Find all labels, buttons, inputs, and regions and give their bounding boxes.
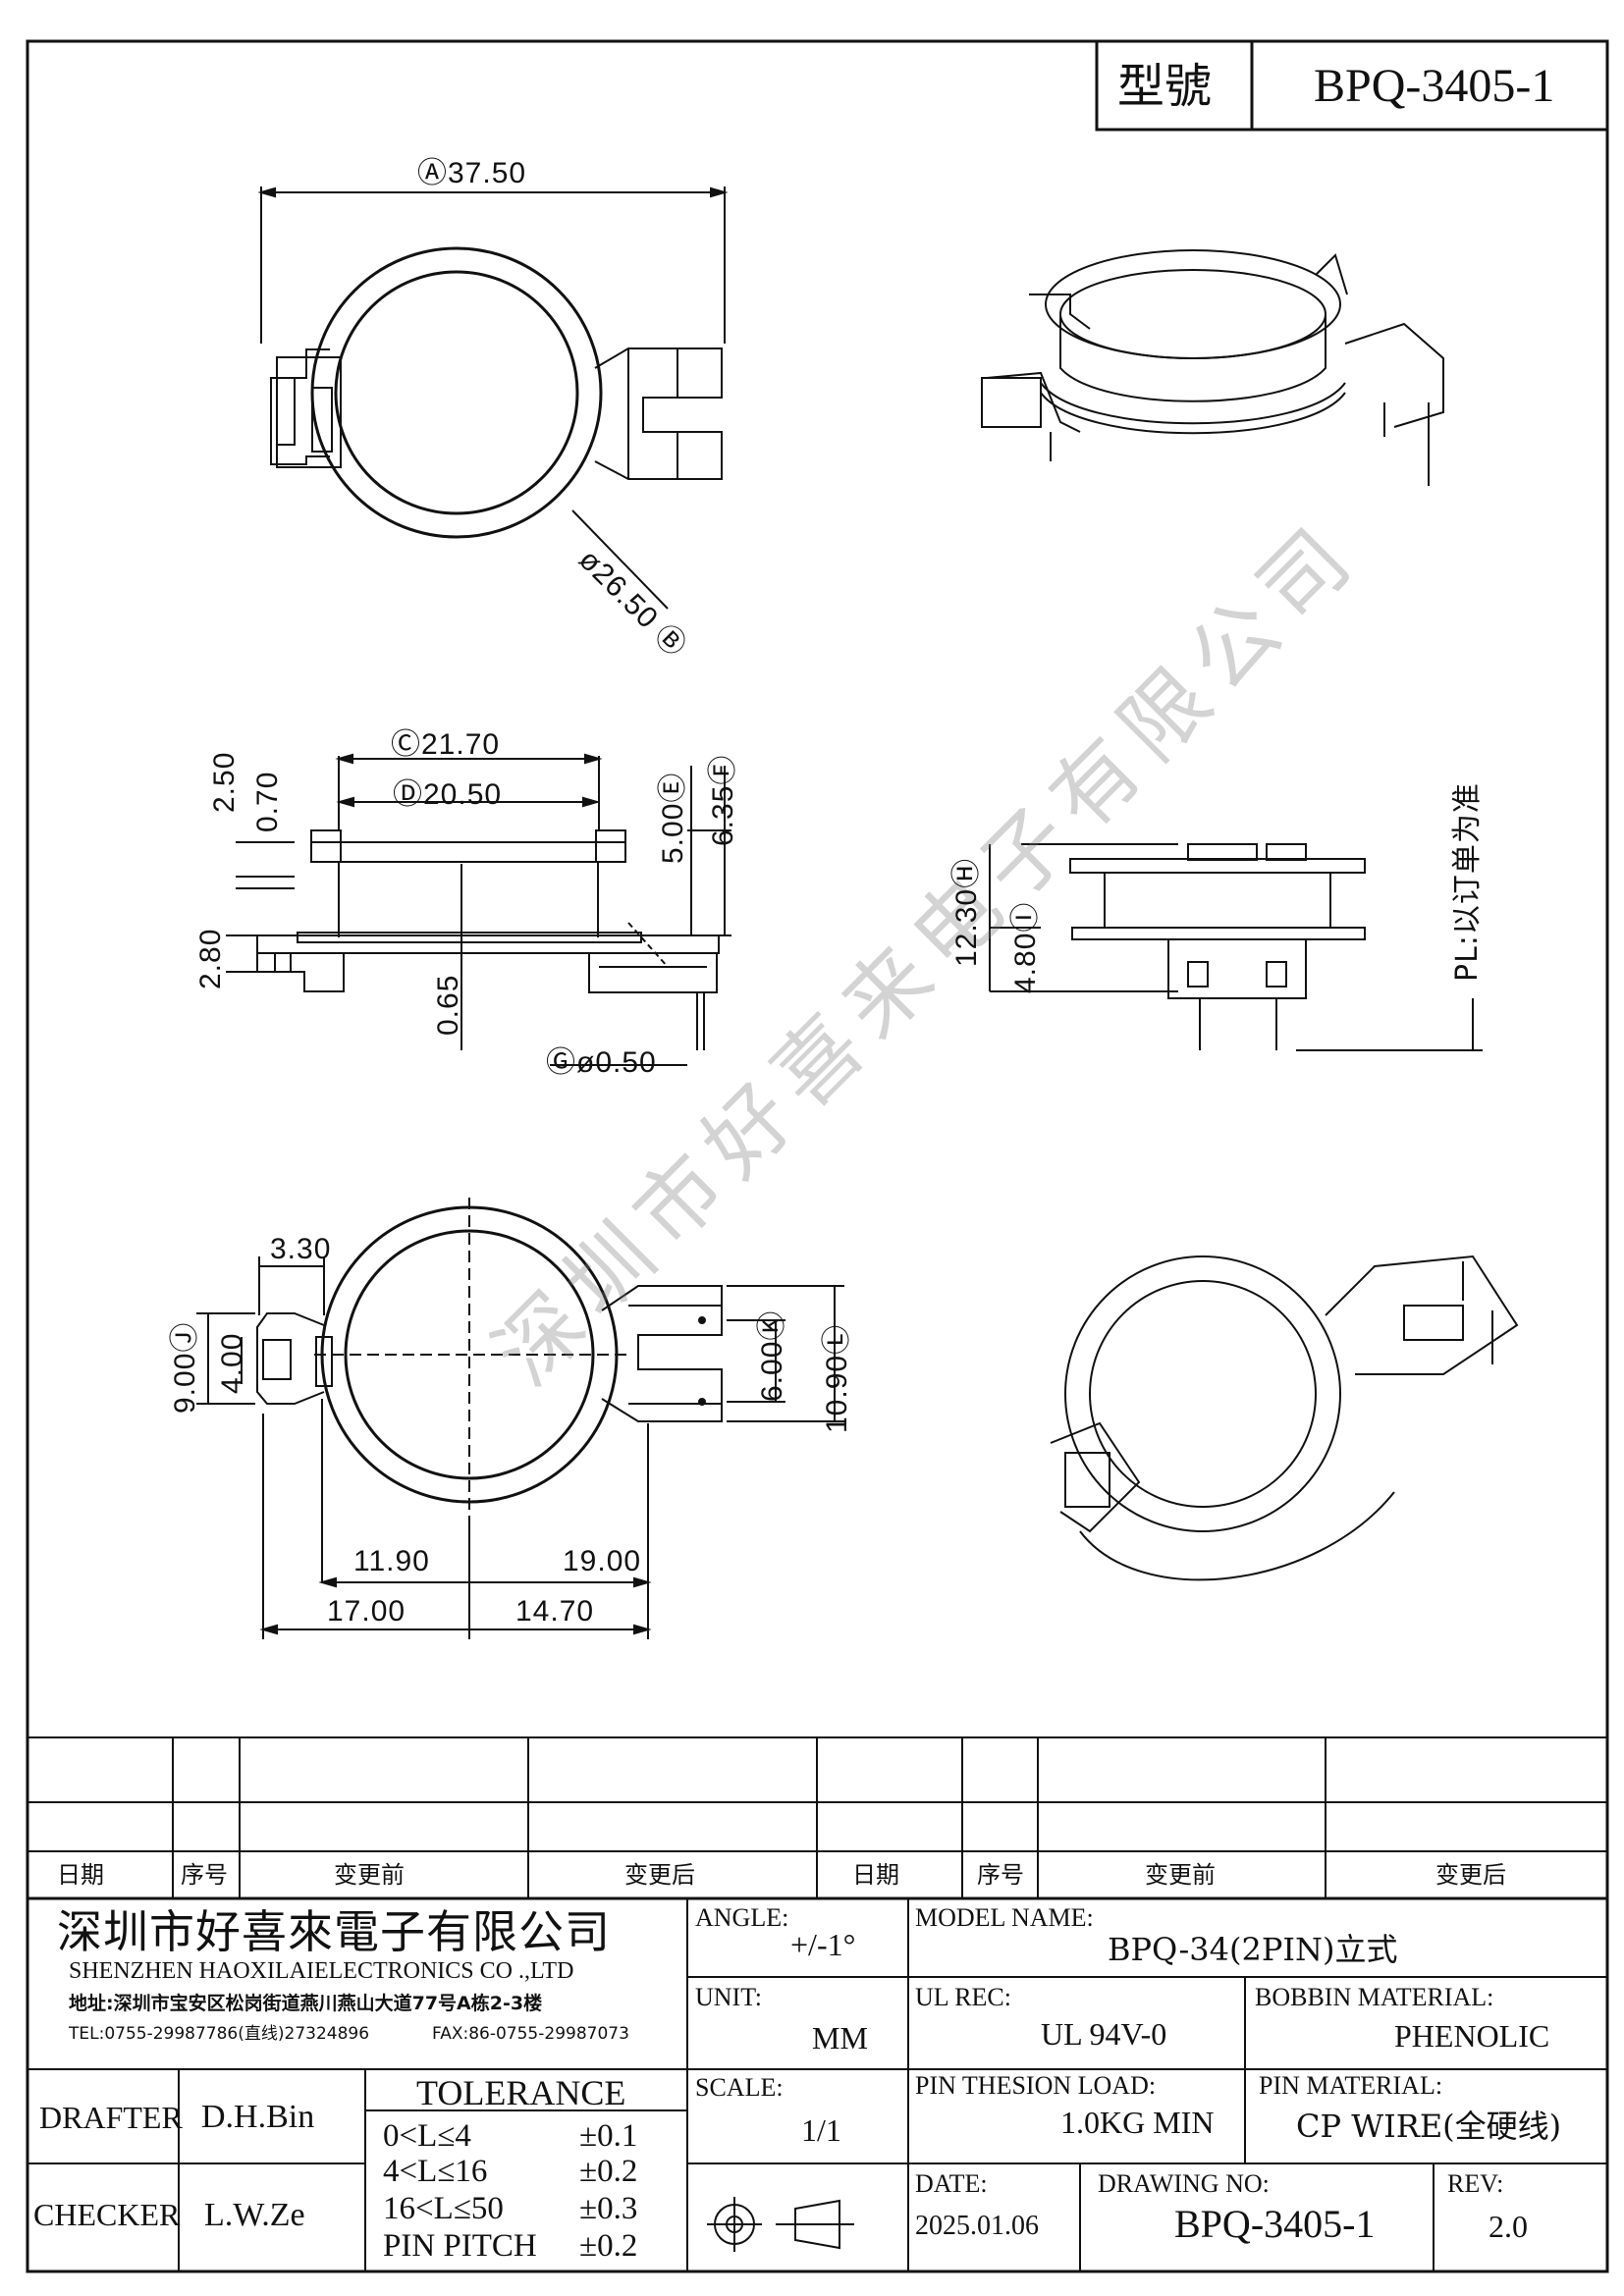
bobbin-material-value: PHENOLIC [1394, 2018, 1550, 2054]
title-block-grid [27, 1898, 1607, 2271]
rev-header-before-1: 变更前 [334, 1861, 405, 1889]
iso-view-bottom-drawing [1050, 1255, 1519, 1581]
angle-label: ANGLE: [695, 1903, 789, 1932]
dim-19-00-label: 19.00 [563, 1545, 642, 1577]
model-header-box [1095, 39, 1609, 132]
dim-a-label: Ⓐ37.50 [417, 157, 527, 189]
dim-k-label: 6.00Ⓚ [756, 1309, 788, 1402]
ul-rec-label: UL REC: [915, 1983, 1011, 2011]
model-name-value: BPQ-34(2PIN)立式 [1108, 1931, 1398, 1968]
company-tel: TEL:0755-29987786(直线)27324896 [69, 2024, 370, 2044]
side-view-drawing [226, 753, 731, 1066]
scale-value: 1/1 [801, 2112, 841, 2148]
rev-value: 2.0 [1489, 2209, 1528, 2244]
pin-load-value: 1.0KG MIN [1060, 2105, 1215, 2140]
dim-0-65-label: 0.65 [432, 974, 464, 1036]
date-value: 2025.01.06 [915, 2211, 1039, 2241]
dim-14-70-label: 14.70 [515, 1595, 595, 1628]
model-number: BPQ-3405-1 [1314, 60, 1555, 112]
tolerance-range-4: PIN PITCH [383, 2228, 537, 2264]
date-label: DATE: [915, 2169, 988, 2198]
pin-material-value: CP WIRE(全硬线) [1296, 2108, 1562, 2145]
angle-value: +/-1° [790, 1927, 856, 1962]
drawing-no-value: BPQ-3405-1 [1174, 2202, 1376, 2246]
dim-4-00-label: 4.00 [216, 1332, 248, 1394]
dim-11-90-label: 11.90 [353, 1545, 430, 1577]
right-view-drawing [989, 843, 1483, 1051]
dim-d-label: Ⓓ20.50 [393, 778, 503, 811]
rev-header-after-1: 变更后 [624, 1861, 695, 1889]
tolerance-range-1: 0<L≤4 [383, 2118, 471, 2154]
drafter-value: D.H.Bin [201, 2099, 315, 2135]
pin-load-label: PIN THESION LOAD: [915, 2071, 1157, 2100]
dim-c-label: Ⓒ21.70 [391, 728, 501, 761]
dim-0-70-label: 0.70 [251, 771, 284, 832]
rev-header-seq-1: 序号 [181, 1861, 228, 1889]
pin-material-label: PIN MATERIAL: [1259, 2071, 1443, 2100]
tolerance-value-2: ±0.2 [579, 2154, 638, 2189]
dim-i-label: 4.80Ⓘ [1009, 901, 1042, 993]
dim-e-label: 5.00Ⓔ [657, 772, 689, 864]
checker-label: CHECKER [33, 2197, 181, 2232]
dim-f-label: 6.35Ⓕ [707, 754, 739, 846]
model-name-label: MODEL NAME: [915, 1903, 1094, 1932]
dim-j-label: 9.00Ⓙ [169, 1321, 201, 1414]
checker-value: L.W.Ze [204, 2197, 305, 2233]
rev-label: REV: [1447, 2169, 1504, 2198]
unit-label: UNIT: [695, 1983, 763, 2011]
tolerance-value-3: ±0.3 [579, 2191, 638, 2226]
dim-2-50-label: 2.50 [208, 751, 241, 813]
bobbin-material-label: BOBBIN MATERIAL: [1255, 1983, 1494, 2011]
tolerance-value-1: ±0.1 [579, 2118, 638, 2154]
tolerance-value-4: ±0.2 [579, 2228, 638, 2264]
dim-17-00-label: 17.00 [327, 1595, 406, 1628]
rev-header-before-2: 变更前 [1145, 1861, 1216, 1889]
company-address: 地址:深圳市宝安区松岗街道燕川燕山大道77号A栋2-3楼 [69, 1993, 543, 2014]
drawing-border [26, 39, 1609, 2273]
pl-note-label: PL:以订单为准 [1450, 782, 1485, 982]
bottom-view-drawing [196, 1198, 844, 1639]
top-view-drawing [257, 187, 729, 610]
dim-g-label: Ⓖø0.50 [546, 1046, 657, 1079]
rev-header-after-2: 变更后 [1435, 1861, 1506, 1889]
drafter-label: DRAFTER [39, 2100, 183, 2135]
rev-header-date-1: 日期 [57, 1861, 104, 1889]
drawing-no-label: DRAWING NO: [1098, 2169, 1270, 2198]
tolerance-range-3: 16<L≤50 [383, 2191, 504, 2226]
company-fax: FAX:86-0755-29987073 [432, 2024, 629, 2044]
model-label: 型號 [1117, 59, 1213, 114]
rev-header-date-2: 日期 [852, 1861, 899, 1889]
dim-2-80-label: 2.80 [194, 928, 227, 989]
dim-l-label: 10.90Ⓛ [821, 1323, 853, 1433]
dim-3-30-label: 3.30 [270, 1233, 332, 1265]
dim-h-label: 12.30Ⓗ [950, 857, 983, 967]
company-name-cn: 深圳市好喜來電子有限公司 [57, 1905, 611, 1958]
rev-header-seq-2: 序号 [977, 1861, 1024, 1889]
revision-table-grid [27, 1736, 1607, 1900]
tolerance-range-2: 4<L≤16 [383, 2154, 488, 2189]
company-name-en: SHENZHEN HAOXILAIELECTRONICS CO .,LTD [69, 1958, 574, 1984]
unit-value: MM [812, 2020, 868, 2056]
iso-view-top-drawing [981, 249, 1444, 486]
ul-rec-value: UL 94V-0 [1041, 2016, 1167, 2052]
scale-label: SCALE: [695, 2073, 784, 2102]
tolerance-title: TOLERANCE [416, 2073, 626, 2112]
